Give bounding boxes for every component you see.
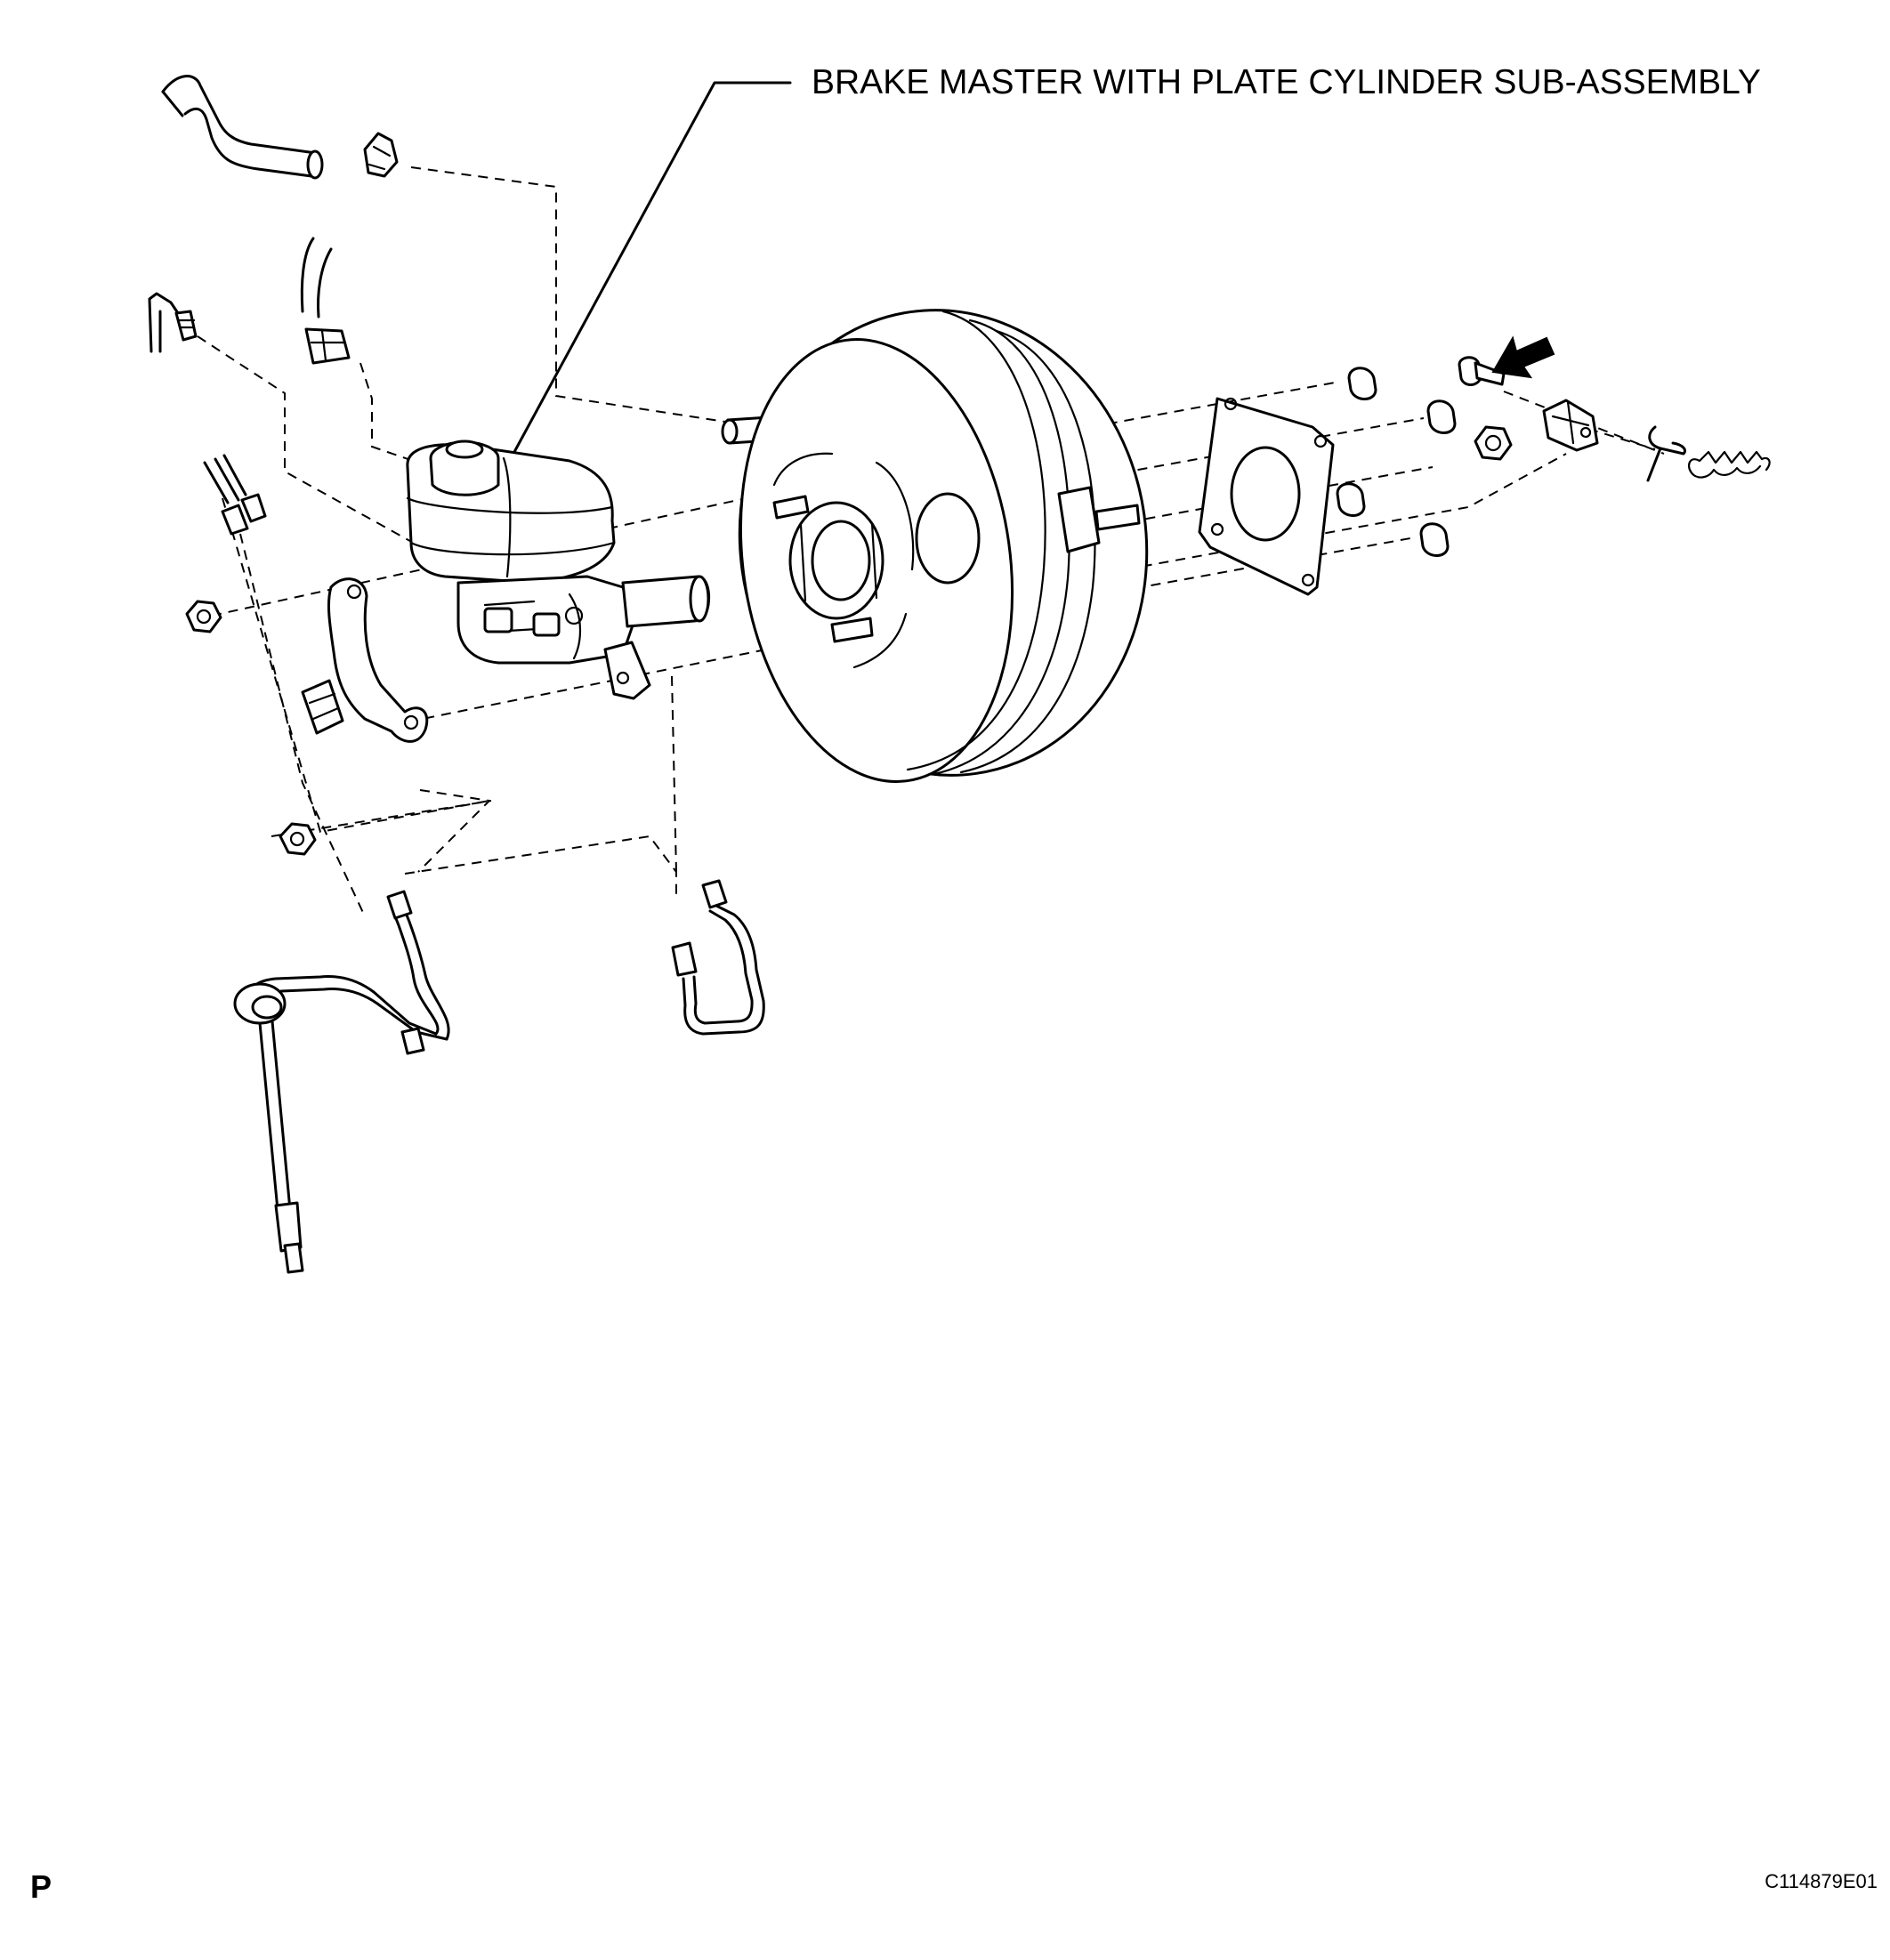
- vacuum-hose: [161, 75, 324, 180]
- guide-booster-stud-3: [1111, 466, 1434, 526]
- guide-cylinder-to-tube: [671, 675, 677, 873]
- guide-clevis-to-clip: [1587, 428, 1656, 450]
- brake-pipe-fitting-top: [148, 292, 198, 353]
- mounting-bracket-plate: [327, 577, 429, 743]
- brake-booster-assembly: [738, 309, 1149, 783]
- guide-pipe-to-cylinder: [197, 335, 417, 545]
- callout-leader-line: [513, 81, 792, 454]
- pushrod-clevis: [1542, 399, 1599, 452]
- clevis-clip: [1646, 425, 1686, 482]
- booster-gasket-plate: [1198, 397, 1335, 596]
- indicator-arrow: [1491, 335, 1555, 379]
- callout-label: BRAKE MASTER WITH PLATE CYLINDER SUB-ASS…: [812, 63, 1761, 101]
- brake-tube-u-shape: [671, 879, 765, 1036]
- brake-line-assembly-lower: [233, 890, 450, 1274]
- guide-to-brake-tube: [404, 835, 677, 897]
- corner-letter: P: [30, 1868, 52, 1905]
- brake-lines-left: [203, 454, 267, 536]
- guide-clip-to-check-valve: [410, 166, 726, 423]
- hose-clip: [363, 132, 399, 178]
- return-spring: [1687, 450, 1771, 479]
- pushrod-lock-nut: [1474, 425, 1513, 461]
- guide-left-line-b: [222, 497, 490, 834]
- figure-code: C114879E01: [1765, 1870, 1878, 1892]
- wire-harness-connector: [300, 237, 351, 365]
- nut-left-lower: [279, 822, 317, 856]
- guide-connector-to-reservoir: [359, 362, 419, 464]
- booster-nut-2: [1426, 399, 1457, 434]
- nut-left-upper: [185, 600, 222, 633]
- brake-master-cylinder: [406, 440, 711, 700]
- callout-brake-master-cylinder: BRAKE MASTER WITH PLATE CYLINDER SUB-ASS…: [513, 63, 1761, 454]
- booster-nut-1: [1347, 367, 1377, 400]
- junction-block: [301, 679, 344, 735]
- booster-nut-4: [1419, 522, 1450, 557]
- booster-nut-3: [1336, 482, 1366, 517]
- guide-left-line-a: [239, 533, 366, 917]
